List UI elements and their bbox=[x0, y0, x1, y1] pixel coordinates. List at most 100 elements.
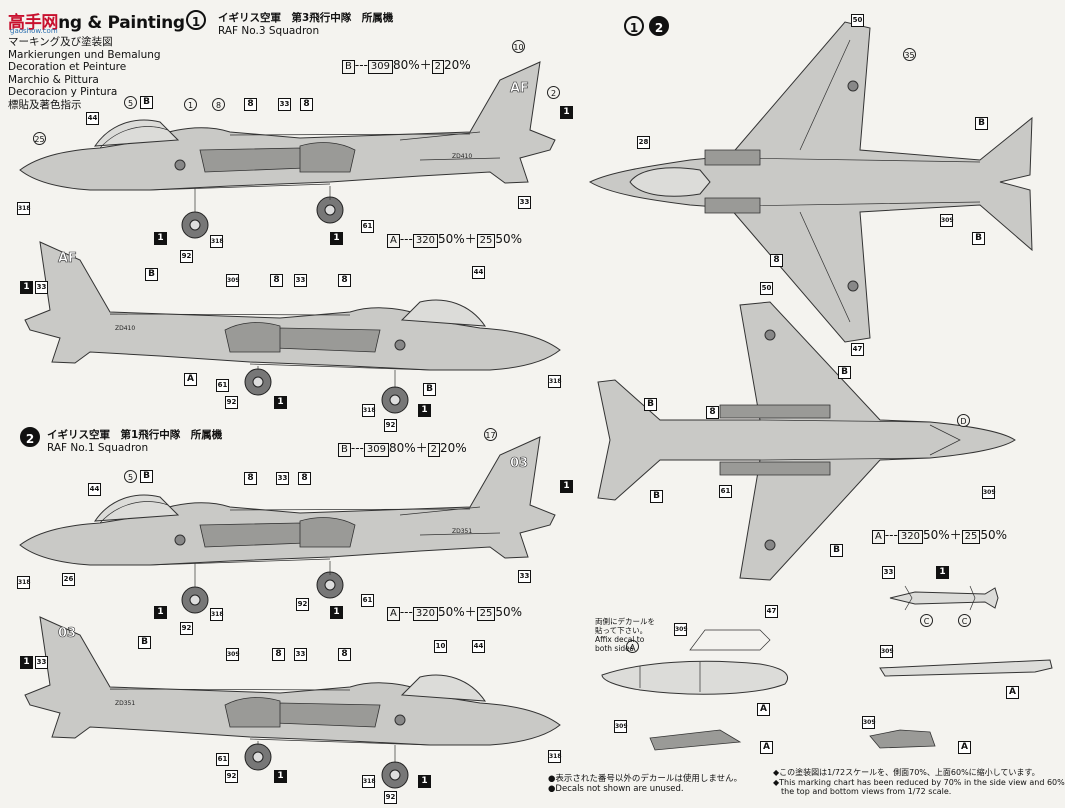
subtitle-es: Decoracion y Pintura bbox=[8, 86, 118, 98]
callout: 1 bbox=[418, 775, 431, 788]
mix-percent: 50% bbox=[922, 528, 950, 542]
callout: 35 bbox=[903, 48, 916, 61]
callout: 8 bbox=[706, 406, 719, 419]
callout: 1 bbox=[560, 480, 573, 493]
callout: B bbox=[644, 398, 657, 411]
callout: B bbox=[423, 383, 436, 396]
mix-percent: 50% bbox=[495, 605, 523, 619]
callout: 61 bbox=[361, 220, 374, 233]
callout: B bbox=[140, 470, 153, 483]
scheme1-header: 1 bbox=[186, 10, 206, 30]
mix-percent: 50% bbox=[437, 232, 465, 246]
callout: 61 bbox=[216, 379, 229, 392]
scheme1-title-jp: イギリス空軍 第3飛行中隊 所属機 bbox=[218, 12, 394, 24]
scheme1-side-left bbox=[19, 61, 556, 239]
mix-code: 25 bbox=[961, 530, 981, 544]
callout: 50 bbox=[760, 282, 773, 295]
callout: 8 bbox=[272, 648, 285, 661]
mix-letter: A bbox=[872, 530, 885, 544]
callout: 318 bbox=[17, 202, 31, 215]
callout: 318 bbox=[362, 775, 376, 788]
callout: A bbox=[184, 373, 197, 386]
mix-letter: A bbox=[387, 234, 400, 248]
callout: B bbox=[650, 490, 663, 503]
callout: 8 bbox=[770, 254, 783, 267]
callout: A bbox=[1006, 686, 1019, 699]
subtitle-fr: Decoration et Peinture bbox=[8, 61, 127, 73]
subtitle-list: マーキング及び塗装図 Markierungen und Bemalung Dec… bbox=[8, 36, 161, 111]
callout: 5 bbox=[124, 470, 137, 483]
callout: 309 bbox=[226, 648, 240, 661]
subtitle-it: Marchio & Pittura bbox=[8, 73, 99, 86]
callout: 1 bbox=[936, 566, 949, 579]
callout: 8 bbox=[270, 274, 283, 287]
footnote-right-en-1: ◆This marking chart has been reduced by … bbox=[773, 777, 1065, 787]
scheme2-tailcode-right: 03 bbox=[58, 626, 76, 641]
mix-code: 309 bbox=[367, 60, 393, 74]
callout: 61 bbox=[361, 594, 374, 607]
callout: 92 bbox=[384, 419, 397, 432]
callout: 1 bbox=[274, 396, 287, 409]
subtitle-jp: マーキング及び塗装図 bbox=[8, 36, 113, 48]
callout: A bbox=[757, 703, 770, 716]
mix-code: 320 bbox=[412, 607, 438, 621]
bottom-view bbox=[597, 301, 1016, 581]
mix-code: 320 bbox=[897, 530, 923, 544]
scheme2-title-jp: イギリス空軍 第1飛行中隊 所属機 bbox=[47, 429, 223, 441]
callout: 8 bbox=[338, 274, 351, 287]
callout: 8 bbox=[338, 648, 351, 661]
callout: B bbox=[145, 268, 158, 281]
callout: 47 bbox=[765, 605, 778, 618]
callout: 318 bbox=[548, 750, 562, 763]
callout: 318 bbox=[210, 235, 224, 248]
callout: 8 bbox=[244, 98, 257, 111]
missile-drawing bbox=[889, 585, 999, 611]
callout: 1 bbox=[184, 98, 197, 111]
callout: 33 bbox=[294, 648, 307, 661]
callout: 309 bbox=[674, 623, 688, 636]
callout: 33 bbox=[276, 472, 289, 485]
callout: 309 bbox=[862, 716, 876, 729]
callout: 309 bbox=[982, 486, 996, 499]
callout: 1 bbox=[330, 232, 343, 245]
callout: B bbox=[138, 636, 151, 649]
scheme2-badge: 2 bbox=[20, 427, 40, 447]
callout: 33 bbox=[518, 570, 531, 583]
callout: 1 bbox=[418, 404, 431, 417]
callout: 309 bbox=[940, 214, 954, 227]
mix-code: 309 bbox=[363, 443, 389, 457]
callout: 33 bbox=[882, 566, 895, 579]
callout: 61 bbox=[719, 485, 732, 498]
callout: 1 bbox=[154, 232, 167, 245]
scheme2-serial-left: ZD351 bbox=[452, 528, 472, 535]
title-text: ng & Painting bbox=[58, 13, 185, 33]
callout: 5 bbox=[124, 96, 137, 109]
subtitle-cn: 標貼及著色指示 bbox=[8, 98, 82, 111]
callout: 44 bbox=[86, 112, 99, 125]
pod-drawings bbox=[649, 659, 1053, 751]
mix-percent: 50% bbox=[495, 232, 523, 246]
decal-note-jp: 両側にデカールを貼って下さい。 bbox=[595, 617, 655, 635]
mix-letter: B bbox=[342, 60, 355, 74]
callout: C bbox=[920, 614, 933, 627]
scheme1-tailcode-right: AF bbox=[58, 251, 77, 266]
mix-code: 25 bbox=[476, 234, 496, 248]
footnote-right: ◆この塗装図は1/72スケールを、側面70%、上面60%に縮小しています。 ◆T… bbox=[773, 768, 1065, 797]
callout: 1 bbox=[560, 106, 573, 119]
callout: A bbox=[958, 741, 971, 754]
callout: 26 bbox=[62, 573, 75, 586]
footnote-right-en-2: the top and bottom views from 1/72 scale… bbox=[781, 787, 952, 796]
mix-letter: B bbox=[338, 443, 351, 457]
callout: 1 bbox=[330, 606, 343, 619]
callout: 318 bbox=[362, 404, 376, 417]
callout: B bbox=[975, 117, 988, 130]
mix-code: 320 bbox=[412, 234, 438, 248]
scheme2-title-en: RAF No.1 Squadron bbox=[47, 442, 149, 454]
callout: 44 bbox=[88, 483, 101, 496]
scheme1-serial-right: ZD410 bbox=[115, 325, 135, 332]
